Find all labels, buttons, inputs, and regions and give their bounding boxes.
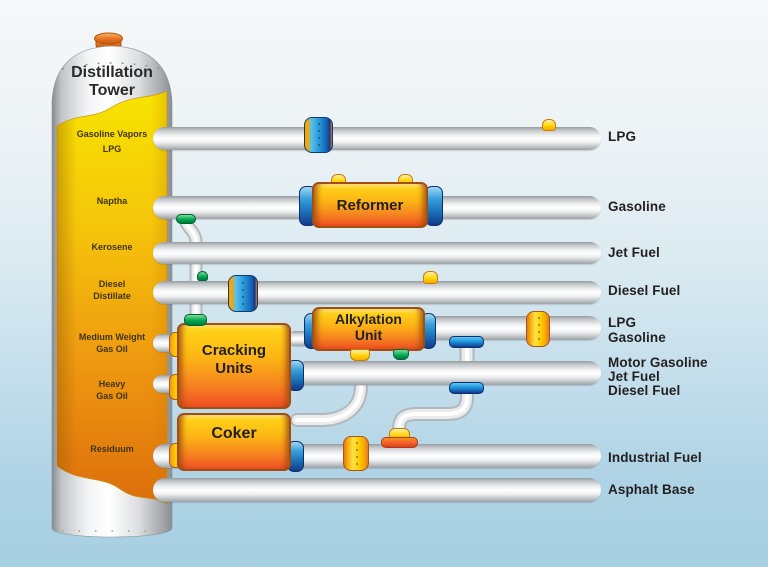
cracking-label: Cracking Units xyxy=(201,342,267,377)
lpg-pipe-yellow-knob xyxy=(542,119,556,131)
reformer-label: Reformer xyxy=(336,197,404,214)
alkylation-label: Alkylation Unit xyxy=(335,311,402,343)
alkylation-bottom-green-knob xyxy=(393,349,409,360)
alkylation-to-coker-pipe xyxy=(290,342,368,427)
naptha-green-flange xyxy=(176,214,196,224)
lpg-pipe-blue-valve xyxy=(304,117,333,153)
tower-label-lpg: LPG xyxy=(102,144,122,154)
cracking-units-unit xyxy=(177,323,291,409)
tower-title: Distillation Tower xyxy=(71,64,153,99)
output-label-gasoline: Gasoline xyxy=(608,199,666,214)
connector-bottom-blue-flange xyxy=(449,382,484,394)
motor-line-to-industrial-pipe xyxy=(392,383,474,446)
alkylation-bottom-yellow-knob xyxy=(350,349,370,361)
output-label-lpg: LPG xyxy=(608,129,637,144)
lpg-pipe xyxy=(153,127,601,150)
industrial-junction-orange-base xyxy=(381,437,418,448)
distillation-tower-vessel xyxy=(51,45,173,538)
tower-label-gasoline-vapors: Gasoline Vapors xyxy=(76,129,148,139)
tower-label-kerosene: Kerosene xyxy=(91,242,133,252)
output-label-asphalt-base: Asphalt Base xyxy=(608,482,695,497)
tower-label-heavy-gas-oil: Heavy Gas Oil xyxy=(96,379,128,401)
coker-unit xyxy=(177,413,291,471)
kerosene-jet-fuel-pipe xyxy=(153,242,601,264)
tower-label-diesel-distillate: Diesel Distillate xyxy=(93,279,131,301)
coker-label: Coker xyxy=(211,425,257,442)
output-label-industrial-fuel: Industrial Fuel xyxy=(608,450,702,465)
asphalt-base-pipe xyxy=(153,478,601,502)
downcomer-green-tab xyxy=(197,271,208,281)
output-label-jet-fuel: Jet Fuel xyxy=(608,245,660,260)
diesel-pipe-blue-valve xyxy=(228,275,258,312)
naptha-to-cracking-pipe xyxy=(177,207,203,328)
output-label-lpg-gasoline: LPG Gasoline xyxy=(608,315,666,345)
tower-label-naptha: Naptha xyxy=(96,196,128,206)
tower-label-medium-gas-oil: Medium Weight Gas Oil xyxy=(78,332,146,354)
connector-top-blue-flange xyxy=(449,336,484,348)
industrial-fuel-yellow-valve xyxy=(343,436,369,471)
motor-gasoline-jet-diesel-pipe xyxy=(294,361,601,385)
lpg-gasoline-yellow-valve xyxy=(526,311,550,347)
tower-label-residuum: Residuum xyxy=(90,444,134,454)
output-label-motor-jet-diesel: Motor Gasoline Jet Fuel Diesel Fuel xyxy=(608,355,708,398)
diesel-fuel-pipe xyxy=(153,281,601,304)
reformer-unit xyxy=(312,182,428,228)
output-label-diesel-fuel: Diesel Fuel xyxy=(608,283,681,298)
cracking-top-green-flange xyxy=(184,314,207,326)
tower-top-cap xyxy=(94,32,123,49)
diesel-pipe-yellow-knob xyxy=(423,271,438,284)
